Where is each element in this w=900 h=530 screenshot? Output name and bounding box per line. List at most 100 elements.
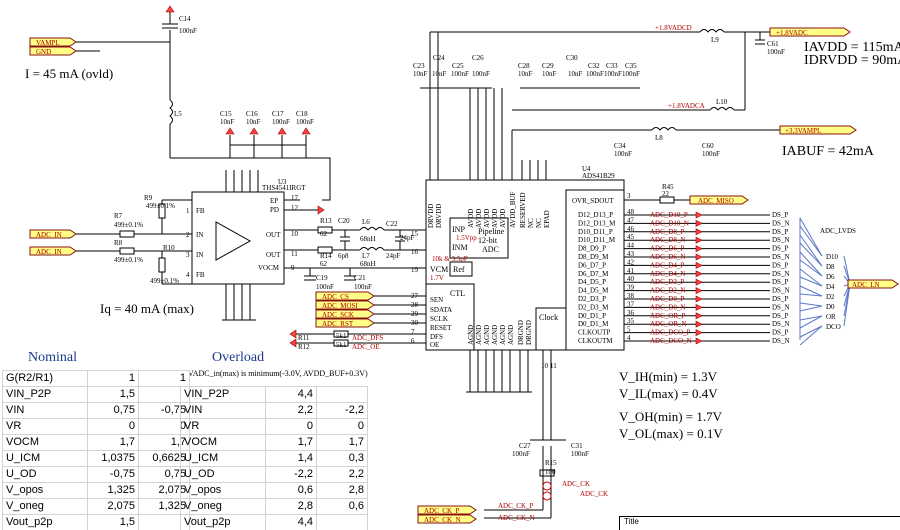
note-iq: Iq = 40 mA (max) xyxy=(100,301,194,316)
svg-text:19: 19 xyxy=(411,266,419,274)
out-pin: 4 xyxy=(627,334,631,342)
svg-text:C23: C23 xyxy=(413,62,425,70)
svg-text:EP: EP xyxy=(270,197,278,205)
svg-text:10: 10 xyxy=(541,362,549,370)
lvds-signal: D6 xyxy=(826,273,835,281)
svg-text:499±0.1%: 499±0.1% xyxy=(146,202,175,210)
out-pin-name: D10_D11_M xyxy=(578,236,616,244)
svg-text:L9: L9 xyxy=(711,36,719,44)
lvds-signal: OR xyxy=(826,313,836,321)
svg-text:SDATA: SDATA xyxy=(430,306,452,314)
out-pin: 42 xyxy=(627,258,635,266)
svg-text:ADC_CK_N: ADC_CK_N xyxy=(424,516,461,524)
out-net: ADC_D10_P xyxy=(650,211,688,219)
adc-top-pin-label: AVDD xyxy=(491,209,499,228)
svg-text:L5: L5 xyxy=(174,110,182,118)
svg-text:6: 6 xyxy=(411,337,415,345)
out-net: ADC_D0_P xyxy=(650,295,684,303)
svg-text:100nF: 100nF xyxy=(604,70,622,78)
ds-label: DS_N xyxy=(772,270,790,278)
svg-text:ADC_CK: ADC_CK xyxy=(562,480,590,488)
svg-text:100nF: 100nF xyxy=(571,450,589,458)
svg-text:C17: C17 xyxy=(272,110,284,118)
table-cell: VR xyxy=(2,418,88,435)
svg-text:15: 15 xyxy=(411,230,419,238)
svg-text:C27: C27 xyxy=(519,442,531,450)
port-adc-ck-p: ADC_CK_P xyxy=(417,505,477,515)
svg-text:C60: C60 xyxy=(702,142,714,150)
out-net: ADC_D2_N xyxy=(650,287,685,295)
svg-text:C26: C26 xyxy=(472,54,484,62)
ds-label: DS_N xyxy=(772,303,790,311)
svg-text:+1.8VADC: +1.8VADC xyxy=(776,29,808,37)
svg-text:Clock: Clock xyxy=(539,313,558,322)
svg-text:4: 4 xyxy=(186,271,190,279)
table-cell: 1,5 xyxy=(87,514,139,530)
svg-text:11: 11 xyxy=(550,362,557,370)
net-flag xyxy=(695,295,703,303)
svg-text:C33: C33 xyxy=(606,62,618,70)
table-cell: Vout_p2p xyxy=(180,514,266,530)
svg-text:C14: C14 xyxy=(179,15,191,23)
table-cell: VIN_P2P xyxy=(180,386,266,403)
svg-text:100nF: 100nF xyxy=(179,27,197,35)
table-cell xyxy=(316,514,368,530)
svg-text:62: 62 xyxy=(320,260,328,268)
svg-text:DFS: DFS xyxy=(430,333,443,341)
port-3v3-ampl: +3.3VAMPL xyxy=(779,125,857,135)
adc-top-pin-label: EPAD xyxy=(543,210,551,228)
adc-top-pin-label: DRVDD xyxy=(427,204,435,228)
svg-text:ADS41B29: ADS41B29 xyxy=(582,172,615,180)
table-cell: 2,2 xyxy=(265,402,317,419)
net-flag xyxy=(695,278,703,286)
out-pin: 37 xyxy=(627,300,635,308)
svg-text:ADC_IN: ADC_IN xyxy=(36,248,62,256)
svg-text:16: 16 xyxy=(411,248,419,256)
svg-text:ADC_LN: ADC_LN xyxy=(852,281,880,289)
cap-bank-avdd: C28 10nF C29 10nF C30 10nF C32 100nF C33… xyxy=(518,54,640,78)
ds-label: DS_P xyxy=(772,295,788,303)
ds-label: DS_P xyxy=(772,261,788,269)
out-pin: 46 xyxy=(627,225,635,233)
svg-text:10nF: 10nF xyxy=(542,70,557,78)
table-cell: U_OD xyxy=(2,466,88,483)
adc-bottom-pin-label: AGND xyxy=(467,325,475,345)
adc-top-pin-label: NC xyxy=(535,218,543,228)
svg-text:5k1: 5k1 xyxy=(336,341,347,349)
adc-top-pin-label: AVDD xyxy=(499,209,507,228)
amplifier-u3: U3 THS4541IRGT FB IN IN FB OUT OUT VOCM … xyxy=(186,170,306,321)
out-pin: 48 xyxy=(627,208,635,216)
svg-text:C35: C35 xyxy=(625,62,637,70)
net-flag xyxy=(695,312,703,320)
table-cell: 1,7 xyxy=(265,434,317,451)
port-adc-mosi: ADC_MOSI xyxy=(315,300,375,310)
svg-text:499±0.1%: 499±0.1% xyxy=(114,256,143,264)
svg-text:U3: U3 xyxy=(278,178,287,186)
svg-text:ADC_CK_N: ADC_CK_N xyxy=(498,514,535,522)
svg-text:R45: R45 xyxy=(662,183,674,191)
port-adc-in-n: ADC_IN xyxy=(29,246,77,256)
svg-text:499±0.1%: 499±0.1% xyxy=(150,277,179,285)
cap-bank-drvdd: C23 10nF C24 10nF C25 100nF C26 100nF xyxy=(413,54,490,78)
table-cell: Vout_p2p xyxy=(2,514,88,530)
table-cell: 1,5 xyxy=(87,386,139,403)
port-adc-in-p: ADC_IN xyxy=(29,229,77,239)
ds-label: DS_N xyxy=(772,337,790,345)
net-flag xyxy=(695,211,703,219)
out-pin-name: D8_D9_M xyxy=(578,253,609,261)
out-pin-name: D6_D7_M xyxy=(578,270,609,278)
svg-text:C25: C25 xyxy=(452,62,464,70)
table-cell: VIN xyxy=(180,402,266,419)
table-cell: 1,0375 xyxy=(87,450,139,467)
ds-label: DS_P xyxy=(772,312,788,320)
ds-label: DS_P xyxy=(772,245,788,253)
svg-text:INP: INP xyxy=(452,225,465,234)
cap-c14: C14 100nF xyxy=(162,5,197,35)
svg-text:7: 7 xyxy=(411,328,415,336)
svg-text:10nF: 10nF xyxy=(246,118,261,126)
out-pin: 43 xyxy=(627,250,635,258)
